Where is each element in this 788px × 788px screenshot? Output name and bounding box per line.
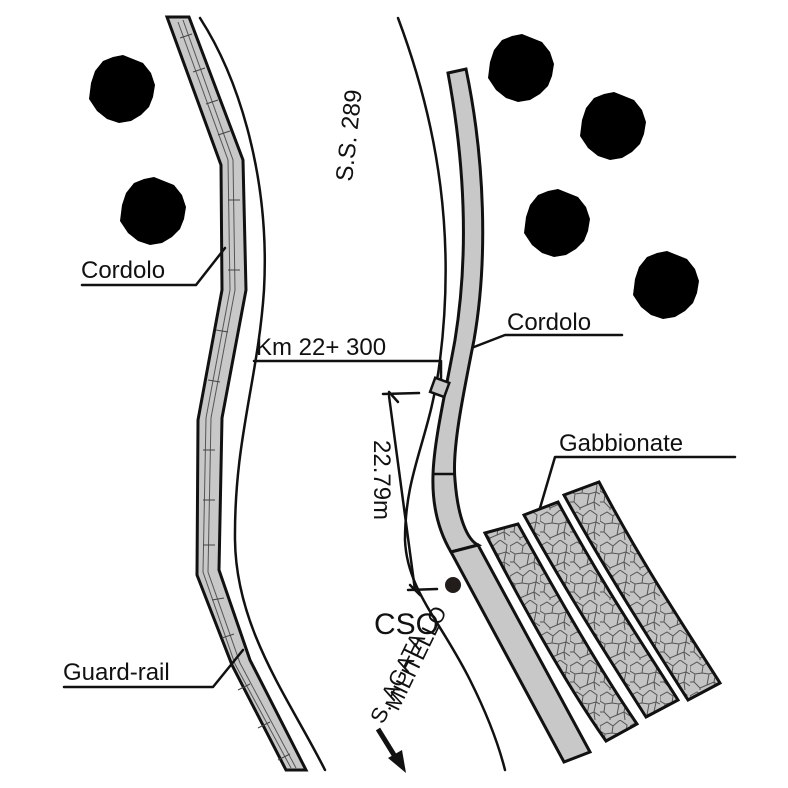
trees — [89, 34, 699, 319]
gabbionate-label: Gabbionate — [559, 430, 683, 457]
road-edge-right — [396, 16, 507, 772]
km-marker-leader — [252, 359, 443, 391]
road-name-label: S.S. 289 — [331, 88, 367, 182]
tree-icon — [633, 251, 699, 319]
curb-right — [431, 67, 593, 764]
distance-label: 22.79m — [368, 440, 395, 520]
gabbionate-leader — [538, 455, 737, 510]
tree-icon — [488, 34, 554, 102]
km-marker-post — [428, 376, 451, 399]
gabion-walls — [482, 480, 723, 743]
tree-icon — [580, 92, 646, 160]
tree-icon — [120, 177, 186, 245]
road-edge-left — [198, 16, 327, 772]
guard-rail-label: Guard-rail — [63, 659, 170, 686]
cordolo-right-label: Cordolo — [507, 309, 591, 336]
direction-arrow-icon — [375, 727, 406, 773]
guard-rail-leader — [62, 648, 245, 689]
cordolo-right-leader — [472, 333, 624, 349]
distance-dimension: 22.79m — [368, 390, 439, 597]
cordolo-left-leader — [80, 246, 227, 287]
cso-marker-dot — [445, 577, 461, 593]
cordolo-left-label: Cordolo — [81, 257, 165, 284]
km-marker-label: Km 22+ 300 — [256, 334, 386, 361]
tree-icon — [89, 55, 155, 123]
cso-label: CSO — [374, 608, 439, 641]
tree-icon — [524, 189, 590, 257]
guard-rail-left — [164, 15, 309, 772]
